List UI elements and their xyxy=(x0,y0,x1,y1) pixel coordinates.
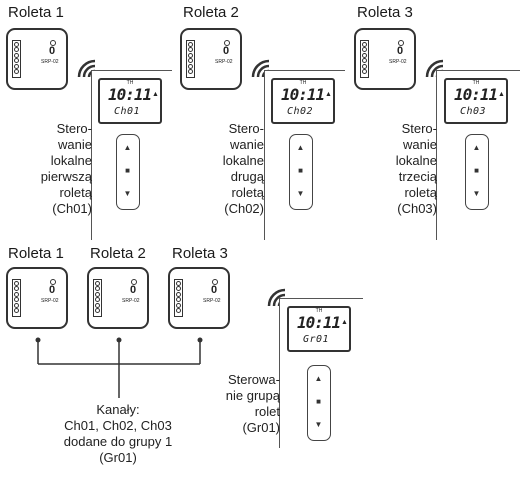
down-button[interactable]: ▼ xyxy=(296,189,305,198)
stop-button[interactable]: ■ xyxy=(316,397,321,406)
lcd-up-indicator-icon: ▲ xyxy=(152,91,159,98)
led-icon xyxy=(50,40,56,46)
description-group: Sterowa- nie grupą rolet (Gr01) xyxy=(225,372,280,435)
terminal-block xyxy=(12,40,21,78)
title-roleta-1: Roleta 1 xyxy=(8,4,64,21)
up-button[interactable]: ▲ xyxy=(123,143,132,152)
terminal-block xyxy=(360,40,369,78)
module-digit: 0 xyxy=(130,284,137,296)
led-icon xyxy=(224,40,230,46)
stop-button[interactable]: ■ xyxy=(298,166,303,175)
lcd-display: TH 10:11 ▲ Gr01 xyxy=(287,306,351,352)
title-bottom-roleta-1: Roleta 1 xyxy=(8,245,64,262)
lcd-time: 10:11 xyxy=(281,85,325,104)
led-icon xyxy=(50,279,56,285)
module-model: SRP-02 xyxy=(389,59,407,65)
lcd-channel: Ch03 xyxy=(460,106,487,117)
up-button[interactable]: ▲ xyxy=(296,143,305,152)
module-digit: 0 xyxy=(223,45,230,57)
module-model: SRP-02 xyxy=(41,59,59,65)
module-digit: 0 xyxy=(49,284,56,296)
description-roleta-2: Stero- wanie lokalne drugą roletą (Ch02) xyxy=(222,121,264,216)
button-panel: ▲ ■ ▼ xyxy=(465,134,489,210)
module-digit: 0 xyxy=(49,45,56,57)
terminal-block xyxy=(12,279,21,317)
description-roleta-3: Stero- wanie lokalne trzecią roletą (Ch0… xyxy=(395,121,437,216)
lcd-display: TH 10:11 ▲ Ch01 xyxy=(98,78,162,124)
shutter-module: 0 SRP-02 xyxy=(6,267,68,329)
led-icon xyxy=(212,279,218,285)
terminal-block xyxy=(186,40,195,78)
lcd-time: 10:11 xyxy=(297,313,341,332)
lcd-day: TH xyxy=(472,80,480,86)
button-panel: ▲ ■ ▼ xyxy=(307,365,331,441)
lcd-channel: Ch01 xyxy=(114,106,141,117)
shutter-module: 0 SRP-02 xyxy=(6,28,68,90)
stop-button[interactable]: ■ xyxy=(125,166,130,175)
title-bottom-roleta-3: Roleta 3 xyxy=(172,245,228,262)
description-roleta-1: Stero- wanie lokalne pierwszą roletą (Ch… xyxy=(40,121,92,216)
stop-button[interactable]: ■ xyxy=(474,166,479,175)
module-model: SRP-02 xyxy=(215,59,233,65)
down-button[interactable]: ▼ xyxy=(314,420,323,429)
module-model: SRP-02 xyxy=(41,298,59,304)
down-button[interactable]: ▼ xyxy=(472,189,481,198)
up-button[interactable]: ▲ xyxy=(472,143,481,152)
up-button[interactable]: ▲ xyxy=(314,374,323,383)
lcd-day: TH xyxy=(315,308,323,314)
lcd-display: TH 10:11 ▲ Ch02 xyxy=(271,78,335,124)
title-roleta-2: Roleta 2 xyxy=(183,4,239,21)
shutter-module: 0 SRP-02 xyxy=(180,28,242,90)
module-digit: 0 xyxy=(397,45,404,57)
title-bottom-roleta-2: Roleta 2 xyxy=(90,245,146,262)
lcd-up-indicator-icon: ▲ xyxy=(325,91,332,98)
lcd-up-indicator-icon: ▲ xyxy=(341,319,348,326)
down-button[interactable]: ▼ xyxy=(123,189,132,198)
led-icon xyxy=(398,40,404,46)
channels-caption: Kanały: Ch01, Ch02, Ch03 dodane do grupy… xyxy=(63,402,173,465)
lcd-display: TH 10:11 ▲ Ch03 xyxy=(444,78,508,124)
title-roleta-3: Roleta 3 xyxy=(357,4,413,21)
lcd-channel: Gr01 xyxy=(303,334,330,345)
lcd-day: TH xyxy=(126,80,134,86)
module-model: SRP-02 xyxy=(122,298,140,304)
lcd-time: 10:11 xyxy=(108,85,152,104)
shutter-module: 0 SRP-02 xyxy=(168,267,230,329)
lcd-day: TH xyxy=(299,80,307,86)
lcd-up-indicator-icon: ▲ xyxy=(498,91,505,98)
lcd-channel: Ch02 xyxy=(287,106,314,117)
module-digit: 0 xyxy=(211,284,218,296)
terminal-block xyxy=(174,279,183,317)
led-icon xyxy=(131,279,137,285)
button-panel: ▲ ■ ▼ xyxy=(116,134,140,210)
lcd-time: 10:11 xyxy=(454,85,498,104)
shutter-module: 0 SRP-02 xyxy=(354,28,416,90)
module-model: SRP-02 xyxy=(203,298,221,304)
terminal-block xyxy=(93,279,102,317)
shutter-module: 0 SRP-02 xyxy=(87,267,149,329)
button-panel: ▲ ■ ▼ xyxy=(289,134,313,210)
